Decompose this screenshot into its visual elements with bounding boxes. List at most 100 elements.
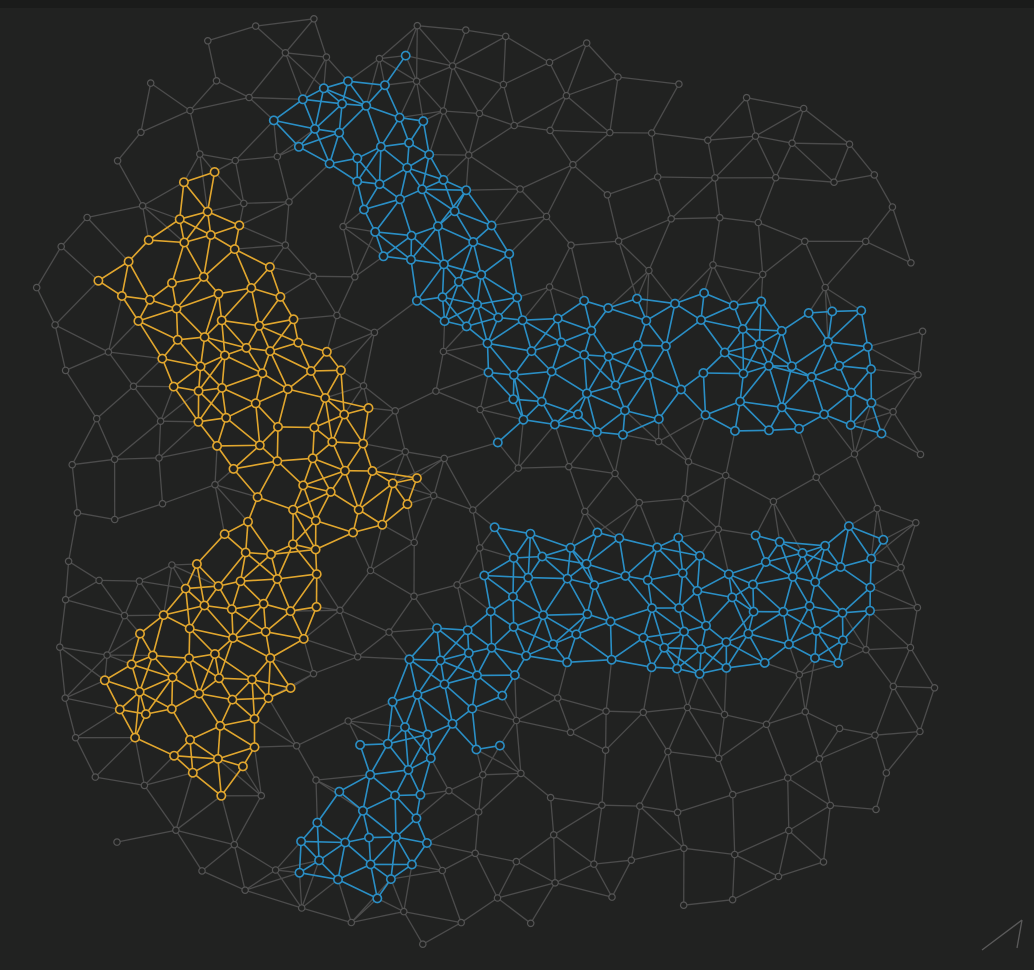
blue-edge xyxy=(842,610,871,641)
blue-node xyxy=(811,625,822,636)
blue-node xyxy=(700,409,711,420)
blue-edge xyxy=(409,658,441,662)
gray-node xyxy=(709,261,717,269)
gray-edge xyxy=(326,331,375,353)
blue-edge xyxy=(811,376,852,394)
blue-edge xyxy=(416,694,429,735)
blue-edge xyxy=(487,319,524,344)
gray-node xyxy=(55,643,64,652)
gold-node xyxy=(247,674,258,685)
gray-edge xyxy=(443,458,474,511)
gold-edge xyxy=(251,287,281,298)
blue-edge xyxy=(273,119,300,148)
gray-edge xyxy=(348,720,406,728)
gray-node xyxy=(714,754,723,763)
gray-node xyxy=(212,77,221,85)
blue-node xyxy=(803,307,814,318)
gray-edge xyxy=(870,368,919,376)
gray-node xyxy=(845,140,854,149)
gray-edge xyxy=(516,719,571,733)
blue-node xyxy=(312,817,323,828)
gold-edge xyxy=(315,519,354,534)
gray-node xyxy=(819,858,828,866)
gold-edge xyxy=(332,441,364,445)
gray-edge xyxy=(362,332,376,386)
gray-edge xyxy=(94,737,136,778)
blue-edge xyxy=(648,374,682,391)
gray-edge xyxy=(815,453,855,478)
blue-node xyxy=(696,644,707,655)
gold-edge xyxy=(198,693,221,727)
gray-edge xyxy=(379,58,417,82)
blue-edge xyxy=(380,117,401,148)
gold-edge xyxy=(206,171,216,212)
gold-edge xyxy=(221,355,226,388)
gray-node xyxy=(440,454,449,463)
gray-edge xyxy=(99,579,140,582)
blue-node xyxy=(591,426,602,437)
gray-edge xyxy=(339,610,359,658)
blue-edge xyxy=(513,374,543,403)
gold-edge xyxy=(173,386,200,423)
blue-edge xyxy=(576,620,611,636)
gray-edge xyxy=(189,80,217,111)
blue-edge xyxy=(493,526,515,559)
blue-edge xyxy=(542,578,569,616)
blue-node xyxy=(743,628,754,639)
gray-edge xyxy=(142,181,185,207)
gray-edge xyxy=(554,424,570,467)
blue-edge xyxy=(676,631,685,669)
gray-edge xyxy=(830,804,877,811)
gold-edge xyxy=(277,388,289,428)
blue-node xyxy=(572,409,583,420)
gold-edge xyxy=(287,388,326,399)
gold-node xyxy=(184,653,195,664)
gold-edge xyxy=(315,491,332,521)
gray-node xyxy=(432,387,440,395)
gold-edge xyxy=(289,573,318,612)
gray-edge xyxy=(707,97,748,141)
gray-edge xyxy=(65,599,125,617)
blue-edge xyxy=(338,105,367,134)
gray-node xyxy=(526,919,535,928)
blue-edge xyxy=(410,259,418,301)
gray-edge xyxy=(869,610,911,648)
blue-node xyxy=(415,789,426,800)
gray-node xyxy=(721,471,730,480)
gray-edge xyxy=(514,675,518,721)
blue-node xyxy=(783,639,794,650)
gray-node xyxy=(103,651,111,659)
gray-edge xyxy=(638,502,658,548)
gray-edge xyxy=(394,410,406,452)
blue-edge xyxy=(407,734,429,771)
blue-edge xyxy=(436,627,470,654)
gray-edge xyxy=(415,25,418,82)
blue-edge xyxy=(298,841,302,873)
blue-node xyxy=(579,295,590,306)
blue-node xyxy=(508,394,519,405)
gold-edge xyxy=(138,655,154,693)
gray-edge xyxy=(823,414,856,455)
gray-node xyxy=(602,707,610,716)
gold-edge xyxy=(221,387,227,418)
gray-edge xyxy=(853,453,878,509)
gray-edge xyxy=(636,270,650,299)
gray-node xyxy=(211,480,219,489)
gold-node xyxy=(226,604,237,615)
blue-node xyxy=(865,364,876,375)
gray-edge xyxy=(548,286,559,319)
gray-node xyxy=(385,628,393,636)
blue-node xyxy=(652,542,663,553)
gray-edge xyxy=(303,638,358,658)
gray-node xyxy=(104,348,113,356)
gold-node xyxy=(310,515,321,526)
gray-edge xyxy=(804,657,816,712)
blue-edge xyxy=(791,341,829,367)
gray-edge xyxy=(478,772,522,813)
gray-edge xyxy=(865,610,871,650)
blue-edge xyxy=(480,253,510,276)
blue-node xyxy=(536,396,547,407)
gold-edge xyxy=(340,370,345,415)
gray-edge xyxy=(452,65,504,86)
gray-edge xyxy=(714,135,756,179)
